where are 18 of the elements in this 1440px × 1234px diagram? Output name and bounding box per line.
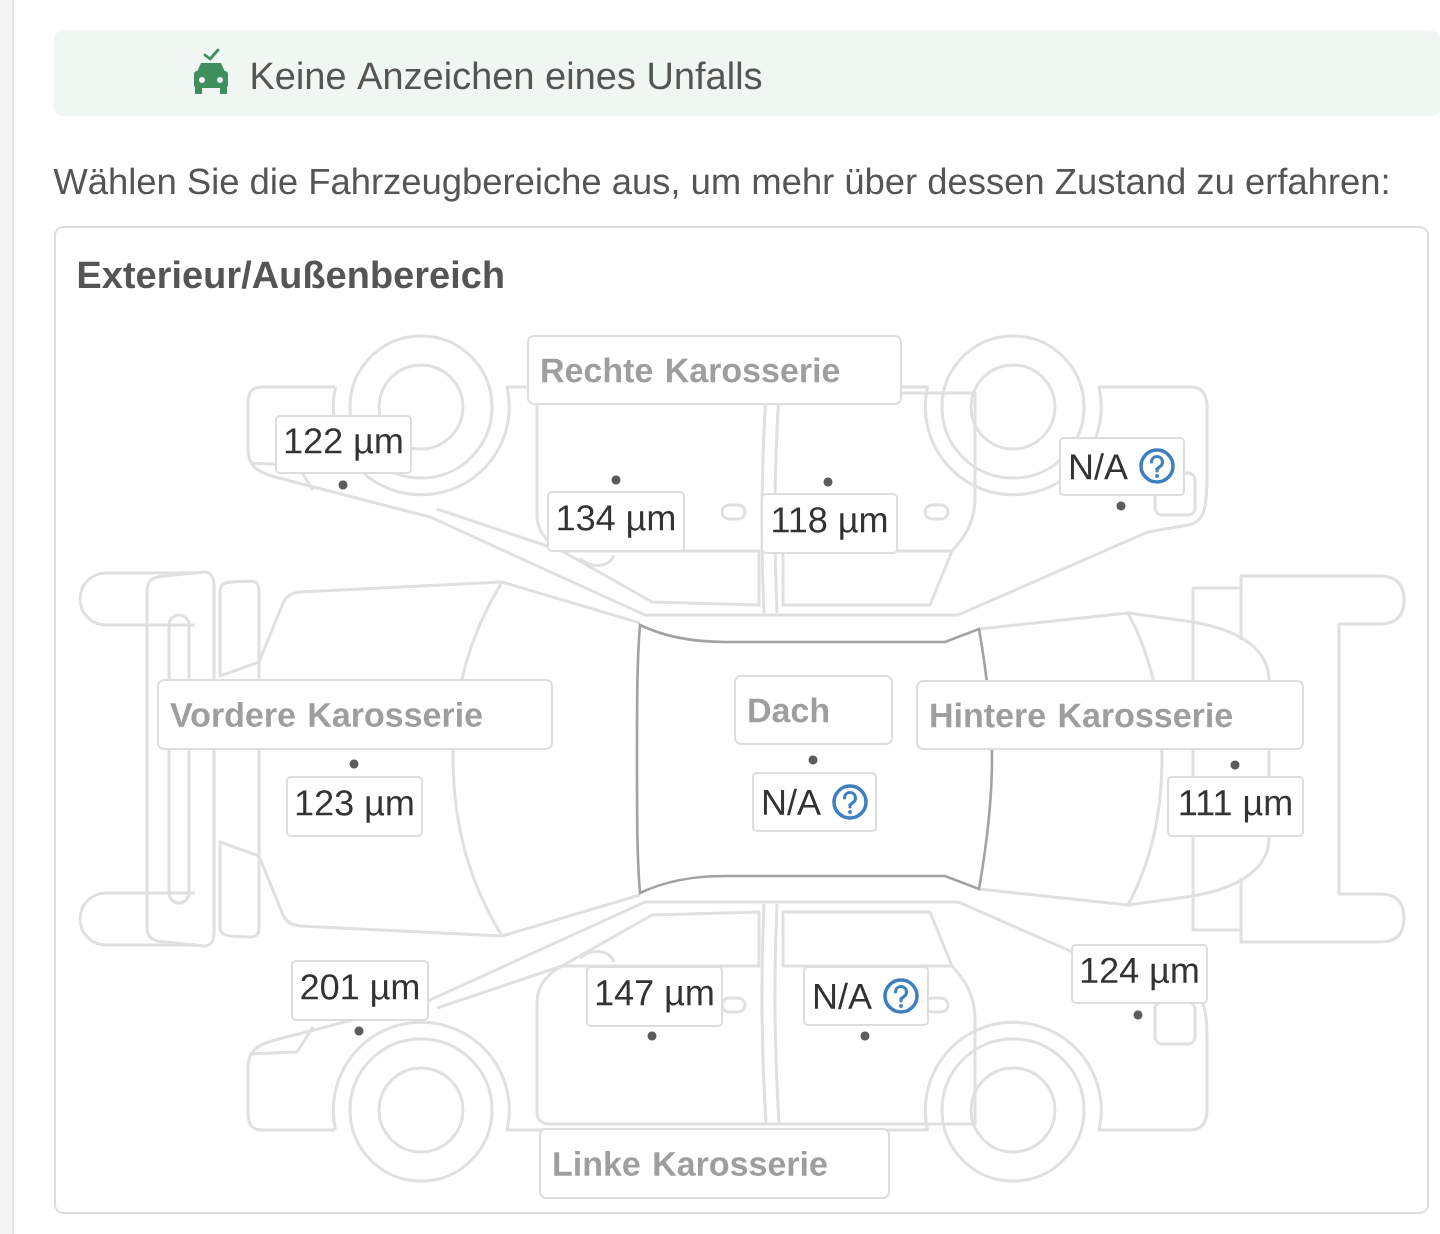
status-banner: Keine Anzeichen eines Unfalls xyxy=(53,30,1440,117)
area-label: Linke Karosserie xyxy=(539,1128,890,1199)
measurement-box: 134 µm xyxy=(547,491,685,552)
measurement-box: 123 µm xyxy=(286,776,423,837)
measurement-box: 201 µm xyxy=(291,960,429,1021)
measurement-box: 147 µm xyxy=(586,966,723,1027)
measurement-box: 111 µm xyxy=(1167,776,1304,837)
area-label: Rechte Karosserie xyxy=(527,335,902,405)
measurement-box: N/A xyxy=(752,772,877,832)
instruction-text: Wählen Sie die Fahrzeugbereiche aus, um mehr über dessen Zustand zu erfahren: xyxy=(53,167,1388,202)
measurement-box: N/A xyxy=(803,966,929,1026)
measurement-box: 122 µm xyxy=(275,415,412,474)
area-label: Hintere Karosserie xyxy=(916,680,1304,750)
area-label: Dach xyxy=(734,675,893,745)
measurement-box: 118 µm xyxy=(761,493,898,554)
area-label: Vordere Karosserie xyxy=(157,679,553,750)
measurement-box: 124 µm xyxy=(1071,944,1208,1004)
measurement-box: N/A xyxy=(1059,437,1185,496)
